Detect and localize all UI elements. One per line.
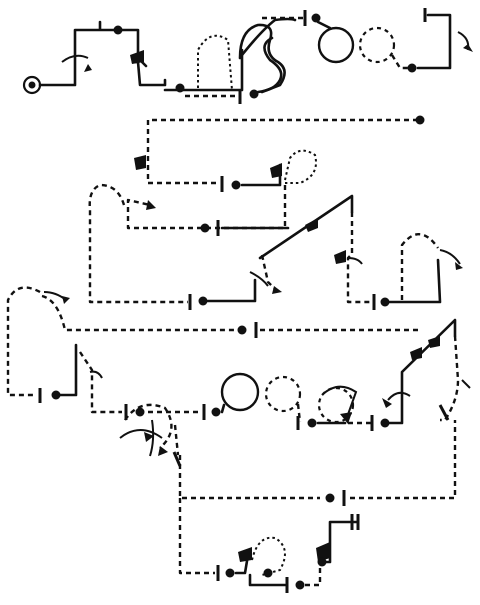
step-dot — [311, 13, 321, 23]
circle-loop-solid — [317, 26, 355, 64]
step-dot — [317, 557, 327, 567]
crossing-arcs — [124, 403, 173, 449]
path-top-solid-5 — [416, 13, 452, 70]
arrow-head — [340, 412, 352, 424]
step-dot — [231, 180, 241, 190]
arrow-head — [146, 200, 156, 210]
step-dot — [295, 580, 305, 590]
solid-connector — [316, 20, 332, 30]
path-row3-dashed — [126, 185, 287, 230]
circle-loop-dashed — [358, 26, 396, 64]
turn-arrow-right2 — [439, 249, 461, 265]
flag-marker — [270, 163, 282, 178]
path-bottom-solid-2 — [248, 573, 287, 587]
right-arch-dashed — [400, 233, 439, 300]
step-dot — [415, 115, 425, 125]
path-mid-dashed — [41, 294, 238, 332]
path-bottom-inner — [173, 424, 180, 456]
path-left-far-dashed — [6, 286, 41, 397]
circle-loop-dashed-2 — [317, 386, 355, 424]
arrow-head — [84, 64, 92, 72]
flag-marker — [130, 50, 144, 64]
turn-arrow-top-1 — [61, 54, 89, 63]
turn-arrow-lower-right — [387, 391, 411, 401]
step-dot — [249, 89, 259, 99]
step-dot — [198, 296, 208, 306]
path-lower-right-solid — [388, 318, 457, 425]
arrow-head — [382, 398, 392, 408]
step-dot — [200, 223, 210, 233]
turn-arrow-mid — [249, 271, 269, 287]
path-top-dashed-4 — [390, 54, 410, 70]
start-marker — [22, 75, 42, 95]
step-dot — [51, 390, 61, 400]
dotted-arch-bottom — [251, 536, 286, 576]
dotted-arch-top — [197, 34, 233, 91]
path-left-solid-up — [58, 343, 78, 397]
flag-marker — [428, 336, 440, 348]
turn-arrow-edge — [461, 379, 471, 389]
step-dot — [225, 568, 235, 578]
step-dot — [263, 568, 273, 578]
circle-loop-dashed — [264, 375, 302, 413]
step-dot — [135, 407, 145, 417]
circle-loop-solid — [220, 372, 260, 412]
step-dot — [380, 418, 390, 428]
turn-arrow-circle — [321, 385, 358, 421]
step-dot — [211, 407, 221, 417]
arrow-head — [144, 432, 154, 442]
path-row2-dashed — [146, 118, 418, 185]
path-bottom-left — [178, 498, 215, 575]
arrow-head — [463, 44, 473, 52]
turn-arrow-lower-left — [89, 370, 103, 379]
flag-marker — [316, 542, 330, 562]
path-left-lower-dashed — [79, 351, 122, 414]
arrow-head — [272, 286, 282, 294]
diagonal-solid-1 — [258, 194, 354, 260]
arrow-head — [158, 446, 168, 456]
dashed-diagonal — [260, 254, 279, 293]
path-right-arch-solid — [388, 258, 442, 304]
flag-marker — [334, 250, 346, 264]
path-right-dashed — [346, 212, 375, 304]
path-lower-solid — [220, 403, 226, 414]
step-dot — [237, 325, 247, 335]
flag-marker — [238, 547, 252, 562]
flag-marker — [305, 218, 318, 232]
step-dot — [407, 63, 417, 73]
step-dot — [175, 83, 185, 93]
path-top-solid-1 — [38, 20, 167, 87]
step-dot — [113, 25, 123, 35]
bar-tick — [172, 451, 182, 467]
path-bottom-dashed-right — [305, 560, 322, 587]
path-top-solid-2 — [163, 48, 244, 92]
path-bottom-solid-1 — [234, 553, 250, 575]
path-left-loop-dashed — [88, 183, 188, 304]
path-right-edge-dashed — [440, 335, 460, 422]
path-bottom-frame — [178, 420, 457, 500]
step-dot — [307, 418, 317, 428]
turn-arrow-right — [347, 257, 363, 265]
step-dot — [380, 297, 390, 307]
dotted-arch-row2 — [284, 149, 317, 184]
flag-marker — [134, 155, 146, 170]
wave-path-solid — [238, 23, 286, 94]
flag-marker — [410, 347, 422, 360]
bar-tick — [438, 404, 450, 421]
arrow-head — [455, 262, 463, 270]
arrow-head — [62, 296, 70, 304]
crossing-arcs-2 — [119, 429, 163, 439]
path-left-loop-solid — [206, 278, 257, 303]
crossing-arcs-3 — [149, 419, 155, 457]
path-circles-link — [296, 403, 302, 423]
step-dot — [325, 493, 335, 503]
